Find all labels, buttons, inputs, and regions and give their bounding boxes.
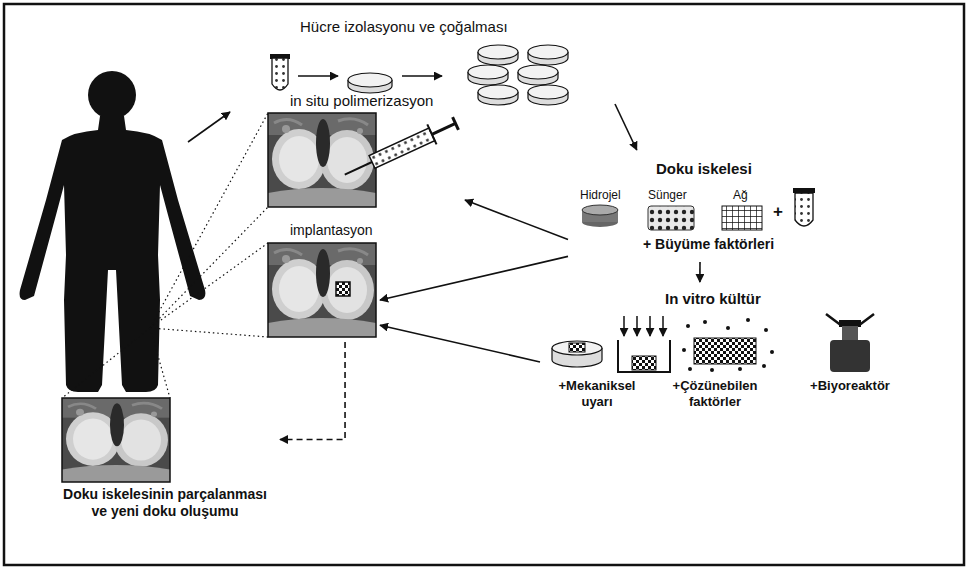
photo-panel: in situ polimerizasyon xyxy=(265,92,465,210)
node-label: Sünger xyxy=(648,188,687,202)
photo-panel: implantasyon xyxy=(265,222,380,342)
node-label: Hidrojel xyxy=(580,188,621,202)
human-silhouette xyxy=(20,71,206,392)
scaffold-group: Doku iskelesiHidrojel Sünger Ağ + + Büyüme f… xyxy=(568,150,843,262)
node-label: in situ polimerizasyon xyxy=(290,92,433,110)
node-label: Doku iskelesinin parçalanması ve yeni do… xyxy=(54,486,276,520)
node-label: Doku iskelesi xyxy=(656,160,752,178)
node-label: Hücre izolasyonu ve çoğalması xyxy=(300,18,508,36)
node-label: + xyxy=(773,202,783,222)
node-label: Ağ xyxy=(733,188,748,202)
flow-arrow xyxy=(615,104,637,150)
flow-arrow xyxy=(465,200,568,240)
flow-arrow xyxy=(188,112,230,142)
knee-photos xyxy=(62,113,376,482)
node-label: +Çözünebilen faktörler xyxy=(660,378,770,409)
node-label: implantasyon xyxy=(290,222,373,239)
in-vitro-icons xyxy=(552,314,874,372)
node-label: In vitro kültür xyxy=(665,290,761,308)
node-label: +Mekaniksel uyarı xyxy=(552,378,642,409)
frame xyxy=(4,4,964,565)
flow-arrow xyxy=(280,342,345,440)
syringe xyxy=(340,113,460,184)
culture-group: In vitro kültür +Mekaniksel uyarı +Çözüneb… xyxy=(540,282,905,422)
node-label: +Biyoreaktör xyxy=(800,378,900,394)
flow-arrow xyxy=(380,256,568,300)
flow-arrow xyxy=(699,262,701,282)
photo-panel: Doku iskelesinin parçalanması ve yeni do… xyxy=(52,396,280,524)
node-label: + Büyüme faktörleri xyxy=(643,236,774,253)
flow-arrow xyxy=(380,325,540,362)
knee-leader-lines xyxy=(62,113,268,398)
